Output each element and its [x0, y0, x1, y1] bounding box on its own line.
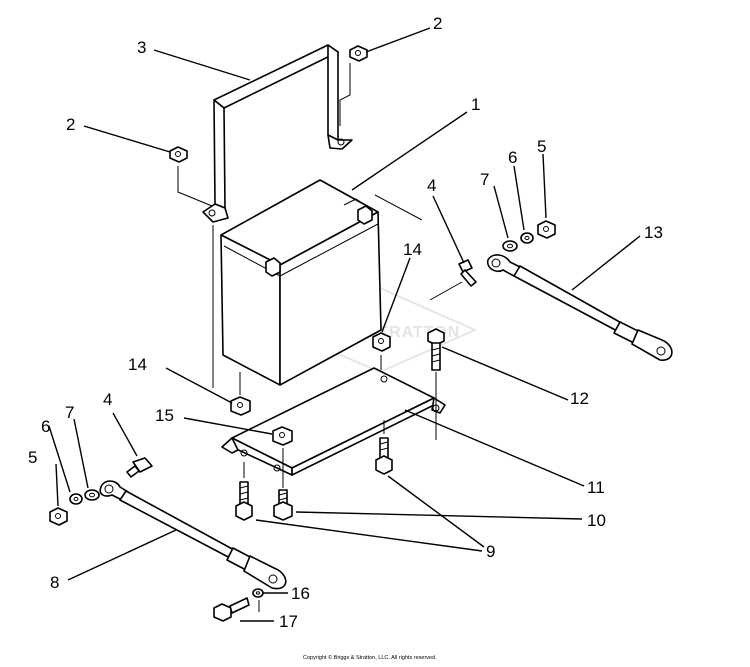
- hex-nut-15: [272, 426, 293, 446]
- hex-nut-5-left: [49, 507, 68, 526]
- callout-2-left: 2: [66, 115, 75, 134]
- callout-5-right: 5: [537, 137, 546, 156]
- bolt-17: [213, 597, 250, 622]
- callout-13: 13: [644, 223, 663, 242]
- callout-5-left: 5: [28, 448, 37, 467]
- assembly-guide-lines: [177, 63, 463, 612]
- battery-cable-13: [486, 254, 673, 361]
- hex-nut-2-right: [349, 45, 368, 62]
- callout-2-right: 2: [433, 14, 442, 33]
- bolt-12: [427, 328, 445, 371]
- callout-7-right: 7: [480, 170, 489, 189]
- callout-4-left: 4: [103, 390, 112, 409]
- callout-16: 16: [291, 584, 310, 603]
- bolt-4-right: [458, 259, 477, 287]
- bolt-4-left: [126, 457, 153, 478]
- callout-17: 17: [279, 612, 298, 631]
- callout-9: 9: [486, 542, 495, 561]
- washer-6-right: [520, 232, 534, 244]
- battery-tray: [221, 367, 446, 476]
- leader-lines: [48, 27, 641, 622]
- callout-6-left: 6: [41, 417, 50, 436]
- hex-nut-5-right: [537, 220, 556, 239]
- callout-14-right: 14: [403, 240, 422, 259]
- bolt-10: [273, 489, 293, 521]
- bolt-9-left: [235, 481, 253, 521]
- washer-7-left: [84, 489, 100, 501]
- callout-6-right: 6: [508, 148, 517, 167]
- callout-12: 12: [570, 389, 589, 408]
- hex-nut-14-left: [230, 396, 251, 416]
- hex-nut-2-left: [169, 146, 188, 163]
- callout-14-left: 14: [128, 355, 147, 374]
- callout-11: 11: [587, 478, 605, 497]
- hex-nut-14-right: [372, 332, 391, 352]
- copyright-notice: Copyright © Briggs & Stratton, LLC. All …: [303, 655, 437, 661]
- callout-1: 1: [471, 95, 480, 114]
- callout-8: 8: [50, 573, 59, 592]
- washer-6-left: [69, 493, 83, 505]
- callout-10: 10: [587, 511, 606, 530]
- callout-15: 15: [155, 406, 174, 425]
- callout-3: 3: [137, 38, 146, 57]
- hold-down-bracket: [202, 44, 353, 223]
- callout-7-left: 7: [65, 403, 74, 422]
- washer-7-right: [502, 240, 518, 252]
- callout-4-right: 4: [427, 176, 436, 195]
- battery: [220, 179, 382, 386]
- battery-cable-8: [99, 480, 287, 590]
- bolt-9-right: [375, 437, 393, 475]
- callout-labels: 3 2 2 1 4 7 6 5 13 14 12 14 15 11 4 5 6 …: [28, 14, 663, 631]
- washer-16: [252, 588, 264, 598]
